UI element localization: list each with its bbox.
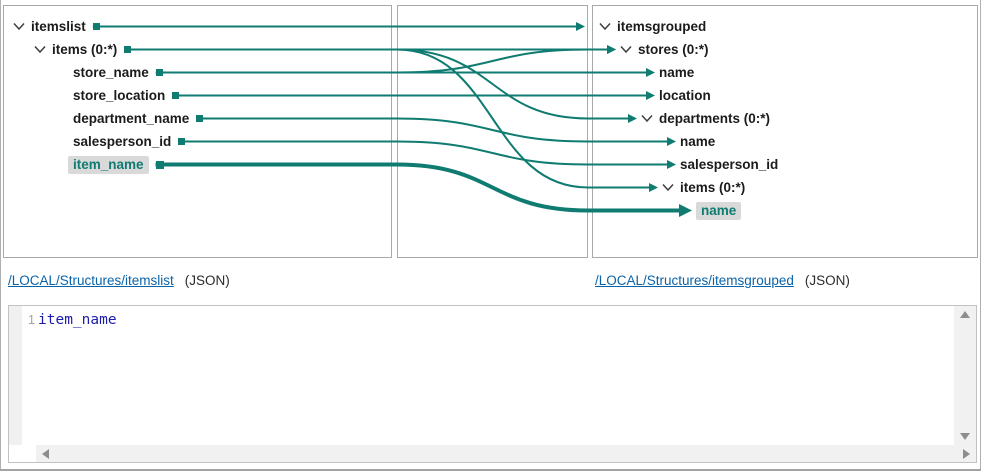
chevron-down-icon[interactable] bbox=[13, 21, 25, 33]
target-structure-panel: itemsgrouped stores (0:*) name location depa… bbox=[592, 5, 978, 258]
tree-node-label: departments (0:*) bbox=[659, 111, 771, 126]
window-bottom-edge bbox=[0, 469, 981, 471]
editor-line-number: 1 bbox=[22, 306, 35, 445]
tree-node-label: item_name bbox=[68, 155, 149, 174]
source-connector-icon[interactable] bbox=[92, 23, 100, 30]
tree-node-label: name bbox=[680, 134, 716, 149]
source-connector-icon[interactable] bbox=[124, 46, 132, 53]
chevron-down-icon[interactable] bbox=[620, 44, 632, 56]
target-tree-node[interactable]: location bbox=[593, 84, 977, 107]
target-tree-node[interactable]: name bbox=[593, 130, 977, 153]
target-structure-link[interactable]: /LOCAL/Structures/itemsgrouped bbox=[595, 272, 794, 288]
tree-node-label: store_name bbox=[73, 65, 149, 80]
source-connector-icon[interactable] bbox=[178, 138, 186, 145]
tree-node-label: name bbox=[696, 201, 742, 220]
target-tree-node[interactable]: itemsgrouped bbox=[593, 15, 977, 38]
tree-node-label: itemslist bbox=[31, 19, 86, 34]
tree-node-label: store_location bbox=[73, 88, 166, 103]
target-tree-node[interactable]: items (0:*) bbox=[593, 176, 977, 199]
tree-node-label: salesperson_id bbox=[73, 134, 172, 149]
tree-node-label: stores (0:*) bbox=[638, 42, 709, 57]
target-tree-node[interactable]: name bbox=[593, 199, 977, 222]
tree-node-label: salesperson_id bbox=[680, 157, 779, 172]
source-connector-icon[interactable] bbox=[172, 92, 180, 99]
tree-node-label: items (0:*) bbox=[680, 180, 746, 195]
source-tree-node[interactable]: department_name bbox=[4, 107, 391, 130]
tree-node-label: itemsgrouped bbox=[617, 19, 707, 34]
source-structure-link-row: /LOCAL/Structures/itemslist (JSON) bbox=[8, 271, 230, 289]
source-structure-panel: itemslist items (0:*) store_name store_loca… bbox=[3, 5, 392, 258]
editor-code-area[interactable]: item_name bbox=[38, 306, 954, 450]
source-connector-icon[interactable] bbox=[155, 69, 163, 76]
chevron-down-icon[interactable] bbox=[34, 44, 46, 56]
vertical-scrollbar[interactable] bbox=[954, 306, 976, 445]
source-format-label: (JSON) bbox=[184, 272, 230, 288]
mapping-canvas-panel[interactable] bbox=[397, 5, 588, 258]
source-tree-node[interactable]: itemslist bbox=[4, 15, 391, 38]
scroll-left-icon[interactable] bbox=[42, 448, 49, 459]
source-tree-node[interactable]: item_name bbox=[4, 153, 391, 176]
target-format-label: (JSON) bbox=[804, 272, 850, 288]
chevron-down-icon[interactable] bbox=[599, 21, 611, 33]
source-tree-node[interactable]: items (0:*) bbox=[4, 38, 391, 61]
source-connector-icon[interactable] bbox=[196, 115, 204, 122]
target-tree-node[interactable]: salesperson_id bbox=[593, 153, 977, 176]
window-left-edge bbox=[0, 0, 1, 471]
editor-fold-margin bbox=[9, 306, 22, 445]
target-tree-node[interactable]: departments (0:*) bbox=[593, 107, 977, 130]
target-structure-link-row: /LOCAL/Structures/itemsgrouped (JSON) bbox=[595, 271, 850, 289]
source-structure-link[interactable]: /LOCAL/Structures/itemslist bbox=[8, 272, 174, 288]
target-tree-node[interactable]: stores (0:*) bbox=[593, 38, 977, 61]
source-connector-icon[interactable] bbox=[155, 160, 164, 169]
tree-node-label: items (0:*) bbox=[52, 42, 118, 57]
editor-code-text: item_name bbox=[38, 312, 117, 328]
scroll-right-icon[interactable] bbox=[963, 448, 970, 459]
tree-node-label: location bbox=[659, 88, 711, 103]
source-tree-node[interactable]: store_location bbox=[4, 84, 391, 107]
source-tree-node[interactable]: store_name bbox=[4, 61, 391, 84]
source-tree-node[interactable]: salesperson_id bbox=[4, 130, 391, 153]
tree-node-label: department_name bbox=[73, 111, 190, 126]
chevron-down-icon[interactable] bbox=[662, 182, 674, 194]
target-tree-node[interactable]: name bbox=[593, 61, 977, 84]
tree-node-label: name bbox=[659, 65, 695, 80]
expression-editor: 1 item_name bbox=[8, 305, 977, 463]
horizontal-scrollbar[interactable] bbox=[36, 445, 976, 462]
scroll-down-icon[interactable] bbox=[960, 433, 970, 440]
chevron-down-icon[interactable] bbox=[641, 113, 653, 125]
scroll-up-icon[interactable] bbox=[960, 311, 970, 318]
